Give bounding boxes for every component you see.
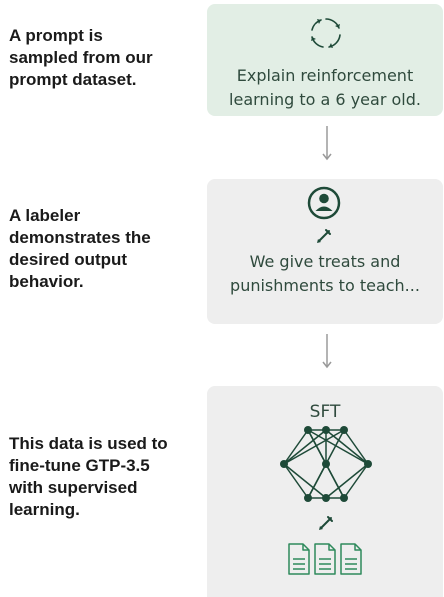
step-3-description: This data is used to fine-tune GTP-3.5 w…: [9, 434, 168, 519]
labeler-box: We give treats and punishments to teach.…: [207, 179, 443, 324]
step-2-description: A labeler demonstrates the desired outpu…: [9, 206, 151, 291]
arrow-down-icon: [322, 126, 332, 161]
documents-icon: [288, 543, 362, 575]
sft-title: SFT: [309, 402, 341, 422]
pencil-icon: [319, 516, 333, 530]
demonstration-text: We give treats and punishments to teach.…: [230, 252, 420, 295]
prompt-box: Explain reinforcement learning to a 6 ye…: [207, 4, 443, 116]
neural-network-icon: [280, 426, 372, 502]
sft-box: SFT: [207, 386, 443, 597]
pencil-icon: [317, 229, 331, 243]
arrow-down-icon: [322, 334, 332, 369]
cycle-arrows-icon: [311, 18, 341, 48]
step-1-description: A prompt is sampled from our prompt data…: [9, 26, 153, 89]
person-icon: [307, 186, 341, 220]
prompt-text: Explain reinforcement learning to a 6 ye…: [229, 66, 421, 109]
